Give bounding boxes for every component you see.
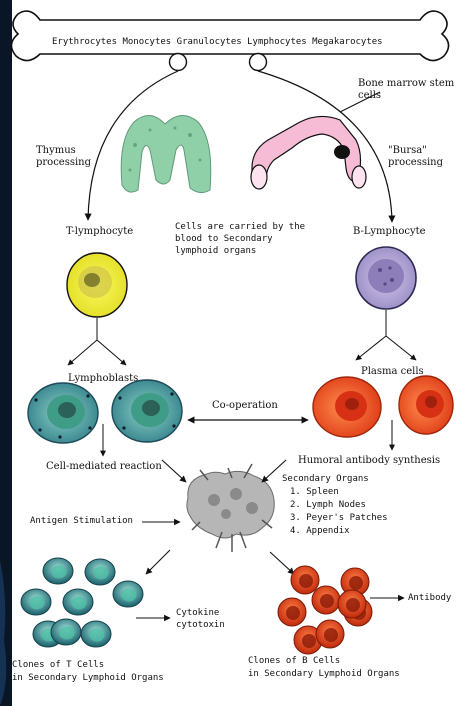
organ-item: 4. Appendix xyxy=(290,526,350,537)
bursa-dark-spot xyxy=(334,145,350,159)
label-t-clones-2: in Secondary Lymphoid Organs xyxy=(12,673,164,684)
label-b-clones-1: Clones of B Cells xyxy=(248,656,340,667)
label-antibody: Antibody xyxy=(408,593,451,604)
b-clone-cell xyxy=(338,590,366,618)
label-erythrocytes: Erythrocytes xyxy=(52,37,117,47)
label-plasma-cells: Plasma cells xyxy=(361,366,424,377)
label-granulocytes: Granulocytes xyxy=(177,37,242,47)
label-secondary-organs: Secondary Organs xyxy=(282,474,369,485)
b-clone-cell xyxy=(278,598,306,626)
label-cytokine-1: Cytokine xyxy=(176,608,219,619)
b-lymphocyte-cell xyxy=(356,247,416,309)
b-clone-cell xyxy=(312,586,340,614)
b-clone-cell xyxy=(316,620,344,648)
label-thymus-1: Thymus xyxy=(36,145,76,156)
label-carried-3: lymphoid organs xyxy=(175,246,256,257)
organ-item: 3. Peyer's Patches xyxy=(290,513,388,524)
label-cooperation: Co-operation xyxy=(212,400,278,411)
label-bone-marrow-1: Bone marrow stem xyxy=(358,78,454,89)
label-t-lymphocyte: T-lymphocyte xyxy=(66,226,133,237)
t-clone-cell xyxy=(63,589,93,615)
t-clone-cell xyxy=(81,621,111,647)
label-lymphocytes: Lymphocytes xyxy=(247,37,307,47)
label-monocytes: Monocytes xyxy=(122,37,171,47)
label-b-lymphocyte: B-Lymphocyte xyxy=(353,226,426,237)
plasma-cell-right xyxy=(399,376,453,434)
label-cytokine-2: cytotoxin xyxy=(176,620,225,631)
label-cell-mediated: Cell-mediated reaction xyxy=(46,461,162,472)
label-b-clones-2: in Secondary Lymphoid Organs xyxy=(248,669,400,680)
label-bursa-1: "Bursa" xyxy=(388,145,427,156)
b-clone-cell xyxy=(291,566,319,594)
label-lymphoblasts: Lymphoblasts xyxy=(68,373,138,384)
label-bone-marrow-2: cells xyxy=(358,90,381,101)
organ-item: 2. Lymph Nodes xyxy=(290,500,366,511)
t-lymphocyte-cell xyxy=(67,253,127,317)
t-clone-cell xyxy=(43,558,73,584)
lymphoblast-cell-right xyxy=(112,380,182,442)
bone-hole-right xyxy=(250,54,267,71)
plasma-cell-left xyxy=(313,377,381,437)
label-humoral: Humoral antibody synthesis xyxy=(298,455,440,466)
label-carried-2: blood to Secondary xyxy=(175,234,273,245)
label-t-clones-1: Clones of T Cells xyxy=(12,660,104,671)
organ-item: 1. Spleen xyxy=(290,487,339,498)
thymus-organ xyxy=(121,115,211,192)
t-clone-cell xyxy=(51,619,81,645)
label-bursa-2: processing xyxy=(388,157,443,168)
label-thymus-2: processing xyxy=(36,157,91,168)
label-carried-1: Cells are carried by the xyxy=(175,222,305,233)
t-clone-cell xyxy=(21,589,51,615)
label-antigen: Antigen Stimulation xyxy=(30,516,133,527)
lymphoblast-cell-left xyxy=(28,383,98,443)
bone-hole-left xyxy=(170,54,187,71)
bone-cell-types: Erythrocytes Monocytes Granulocytes Lymp… xyxy=(52,37,383,48)
t-clone-cell xyxy=(85,559,115,585)
label-megakarocytes: Megakarocytes xyxy=(312,37,382,47)
t-clone-cell xyxy=(113,581,143,607)
